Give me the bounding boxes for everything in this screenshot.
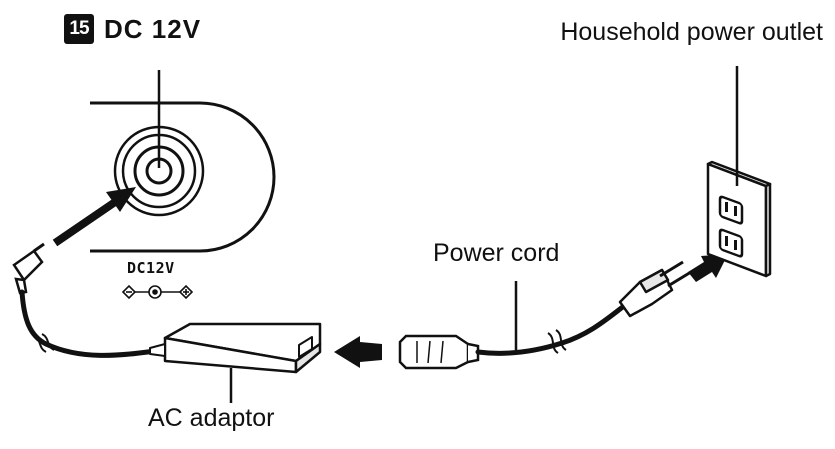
wall-outlet (706, 160, 772, 278)
cord-connect-arrow (334, 336, 382, 368)
cable-break-mark-left (33, 333, 55, 353)
plug-insert-arrow (52, 187, 136, 247)
ac-adaptor (149, 322, 322, 374)
outlet-label: Household power outlet (560, 18, 823, 46)
outlet-insert-arrow (688, 254, 728, 282)
adaptor-cable (19, 289, 158, 358)
terminal-number-badge: 15 (64, 14, 94, 44)
outlet-slots (725, 202, 737, 250)
dc-plug (12, 242, 45, 295)
power-cord (475, 303, 627, 356)
ac-adaptor-label: AC adaptor (148, 404, 275, 432)
terminal-heading: 15 DC 12V (64, 10, 201, 48)
jack-marking: DC12V (127, 259, 175, 277)
terminal-title: DC 12V (104, 13, 202, 44)
power-cord-label: Power cord (433, 239, 560, 267)
power-cord-connector (398, 334, 480, 370)
polarity-symbol (121, 284, 194, 300)
wall-plug (618, 260, 692, 318)
cable-break-mark-right (547, 329, 567, 354)
rear-panel (90, 101, 276, 253)
